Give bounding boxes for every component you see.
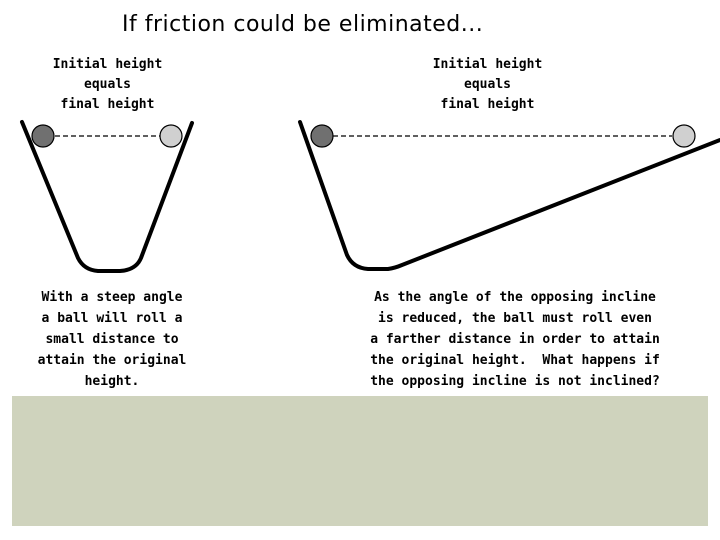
left-initial-ball <box>31 124 55 148</box>
left-caption: With a steep angle a ball will roll a sm… <box>37 290 187 389</box>
right-final-ball <box>672 124 696 148</box>
right-track <box>298 120 720 271</box>
left-final-ball <box>159 124 183 148</box>
page-title: If friction could be eliminated... <box>122 12 484 37</box>
right-height-label: Initial height equals final height <box>432 57 543 112</box>
right-scenario <box>298 120 720 271</box>
bottom-panel <box>12 396 708 526</box>
left-height-label: Initial height equals final height <box>52 57 163 112</box>
right-caption: As the angle of the opposing incline is … <box>370 290 660 389</box>
left-scenario <box>20 120 194 273</box>
left-track <box>20 120 194 273</box>
right-initial-ball <box>310 124 334 148</box>
